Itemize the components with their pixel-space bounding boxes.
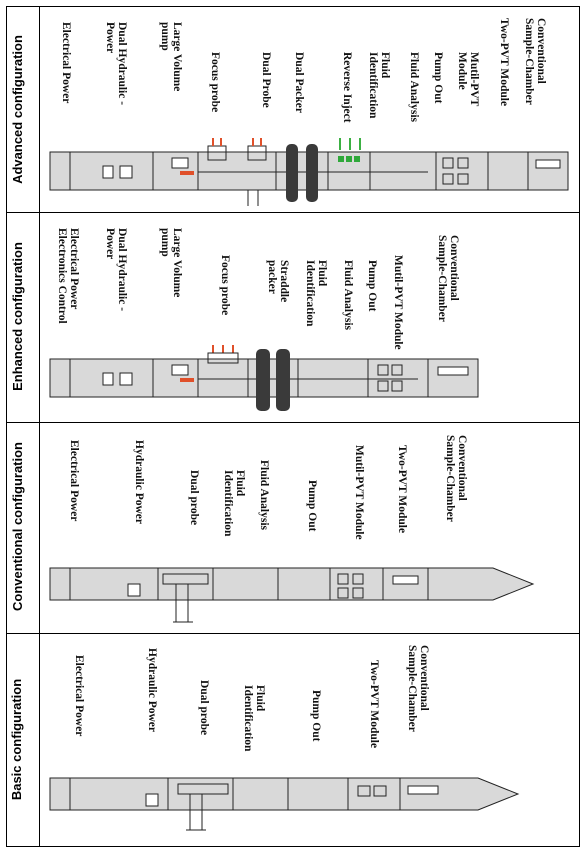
module-label: Fluid Analysis	[408, 52, 420, 122]
module-label: Fluid Identification	[304, 260, 328, 327]
module-label: Focus probe	[219, 255, 231, 316]
module-label: Hydraulic Power	[146, 648, 158, 732]
module-label: Fluid Analysis	[258, 460, 270, 530]
module-label: Fluid Identification	[242, 685, 266, 752]
module-label: Conventional Sample-Chamber	[406, 645, 430, 732]
figure-frame	[6, 6, 580, 847]
module-label: Dual probe	[188, 470, 200, 526]
module-label: Pump Out	[432, 52, 444, 104]
module-label: Fluid Identification	[367, 52, 391, 119]
module-label: Focus probe	[209, 52, 221, 113]
tool-string-advanced	[49, 138, 569, 206]
tool-string-conventional	[49, 567, 535, 623]
panel-divider	[7, 633, 579, 634]
module-label: Reverse Inject	[341, 52, 353, 123]
tool-string-basic	[49, 777, 520, 831]
module-label: Dual Hydraulic - Power	[104, 228, 128, 312]
module-label: Large Volume pump	[159, 228, 183, 298]
module-label: Electrical Power	[60, 22, 72, 104]
module-label: Dual Probe	[260, 52, 272, 108]
module-label: Electrical Power	[73, 655, 85, 737]
module-label: Two-PVT Module	[368, 660, 380, 749]
panel-title-advanced: Advanced configuration	[9, 35, 25, 184]
module-label: Hydraulic Power	[133, 440, 145, 524]
panel-title-basic: Basic configuration	[9, 678, 25, 800]
module-label: Dual Packer	[293, 52, 305, 114]
module-label: Conventional Sample-Chamber	[436, 235, 460, 322]
module-label: Mutil-PVT Module	[392, 255, 404, 350]
module-label: Mutil-PVT Module	[353, 445, 365, 540]
module-label: Pump Out	[306, 480, 318, 532]
module-label: Electrical Power Electronics Control	[56, 228, 80, 324]
module-label: Electrical Power	[68, 440, 80, 522]
module-label: Two-PVT Module	[396, 445, 408, 534]
module-label: Fluid Analysis	[342, 260, 354, 330]
title-column-divider	[39, 7, 40, 846]
module-label: Dual Hydraulic - Power	[104, 22, 128, 106]
module-label: Dual probe	[198, 680, 210, 736]
panel-title-conventional: Conventional configuration	[9, 442, 25, 611]
module-label: Mutil-PVT Module	[456, 52, 480, 107]
module-label: Fluid Identification	[222, 470, 246, 537]
panel-title-enhanced: Enhanced configuration	[9, 241, 25, 391]
module-label: Conventional Sample-Chamber	[523, 18, 547, 105]
module-label: Pump Out	[366, 260, 378, 312]
panel-divider	[7, 212, 579, 213]
panel-divider	[7, 422, 579, 423]
module-label: Conventional Sample-Chamber	[444, 435, 468, 522]
module-label: Two-PVT Module	[498, 18, 510, 107]
module-label: Pump Out	[310, 690, 322, 742]
module-label: Large Volume pump	[159, 22, 183, 92]
module-label: Straddle packer	[266, 260, 290, 303]
tool-string-enhanced	[49, 345, 479, 411]
